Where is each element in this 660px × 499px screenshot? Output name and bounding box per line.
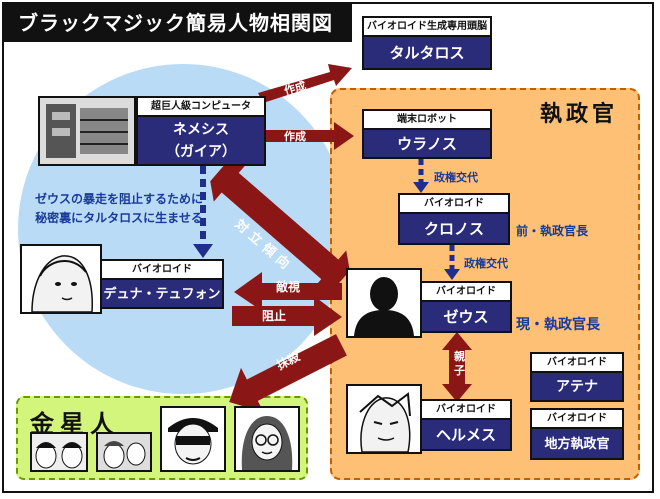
shisei-group-label: 執政官 <box>540 102 619 127</box>
dyuna-category: バイオロイド <box>102 261 222 280</box>
dyuna-portrait <box>20 244 102 314</box>
kill-arrow <box>229 334 347 413</box>
diagram-frame <box>2 2 654 493</box>
tartaros-note-line2: 秘密裏にタルタロスに生ませる <box>35 211 203 225</box>
kronos-note: 前・執政官長 <box>516 224 589 238</box>
venusian-face-image-1 <box>32 434 86 470</box>
venusian-face-image-3 <box>162 408 224 470</box>
stop-label: 阻止 <box>262 309 287 323</box>
tartaros-note: ゼウスの暴走を阻止するために 秘密裏にタルタロスに生ませる <box>24 190 214 228</box>
create-arrow-1 <box>258 64 352 103</box>
dyuna-name: デュナ・テュフォン <box>103 287 221 302</box>
hostile-arrow <box>234 272 342 311</box>
chiho-name: 地方執政官 <box>544 437 610 452</box>
zeus-portrait <box>346 268 422 338</box>
uranos-category: 端末ロボット <box>364 111 490 130</box>
athena-category: バイオロイド <box>532 354 622 373</box>
hermes-category: バイオロイド <box>422 401 510 420</box>
stop-arrow <box>232 296 342 336</box>
create-label-2: 作成 <box>284 130 306 143</box>
zeus-name: ゼウス <box>443 308 489 326</box>
hostile-label: 敵視 <box>276 280 301 294</box>
nemesis-name-line1: ネメシス <box>173 122 229 138</box>
kronos-box: バイオロイド クロノス <box>398 193 510 245</box>
transfer-label-1: 政権交代 <box>434 171 478 184</box>
hermes-portrait <box>346 384 422 454</box>
transfer-head-2 <box>444 269 460 280</box>
nemesis-name-line2: （ガイア） <box>166 144 236 160</box>
uranos-box: 端末ロボット ウラノス <box>362 109 492 159</box>
dash-arrow-head <box>193 244 213 258</box>
dyuna-face-image <box>31 255 93 312</box>
diagram-title: ブラックマジック簡易人物相関図 <box>4 4 352 42</box>
zeus-silhouette-icon <box>354 277 414 336</box>
uranos-name: ウラノス <box>397 135 457 153</box>
dyuna-box: バイオロイド デュナ・テュフォン <box>100 259 224 309</box>
create-arrow-2 <box>258 122 354 150</box>
athena-box: バイオロイド アテナ <box>530 352 624 402</box>
kronos-name: クロノス <box>423 220 484 238</box>
venusian-portrait-1 <box>30 432 88 472</box>
tartaros-box: バイオロイド生成専用頭脳 タルタロス <box>362 16 492 70</box>
zeus-box: バイオロイド ゼウス <box>420 281 512 333</box>
tartaros-category: バイオロイド生成専用頭脳 <box>364 18 490 37</box>
zeus-note: 現・執政官長 <box>516 317 600 333</box>
venusian-face-image-2 <box>98 434 150 470</box>
nemesis-machine-image <box>40 98 134 164</box>
nemesis-category: 超巨人級コンピュータ <box>138 98 264 117</box>
athena-name: アテナ <box>556 379 598 395</box>
hermes-name: ヘルメス <box>435 426 496 444</box>
conflict-arrow <box>210 163 350 289</box>
venusian-portrait-3 <box>160 406 226 472</box>
transfer-head-1 <box>413 182 429 193</box>
venusian-face-image-4 <box>236 408 298 470</box>
chiho-box: バイオロイド 地方執政官 <box>530 408 624 460</box>
zeus-category: バイオロイド <box>422 283 510 302</box>
tartaros-note-line1: ゼウスの暴走を阻止するために <box>34 192 203 206</box>
hermes-box: バイオロイド ヘルメス <box>420 399 512 451</box>
nemesis-portrait <box>38 96 136 166</box>
kronos-category: バイオロイド <box>400 195 508 214</box>
hermes-face-image <box>359 392 411 452</box>
tartaros-name: タルタロス <box>389 44 465 62</box>
parent-label: 親子 <box>454 350 465 377</box>
nemesis-box: 超巨人級コンピュータ ネメシス （ガイア） <box>136 96 266 166</box>
chiho-category: バイオロイド <box>532 410 622 429</box>
transfer-label-2: 政権交代 <box>464 257 508 270</box>
venusian-portrait-4 <box>234 406 300 472</box>
parent-arrow <box>442 332 472 402</box>
venusian-portrait-2 <box>96 432 152 472</box>
